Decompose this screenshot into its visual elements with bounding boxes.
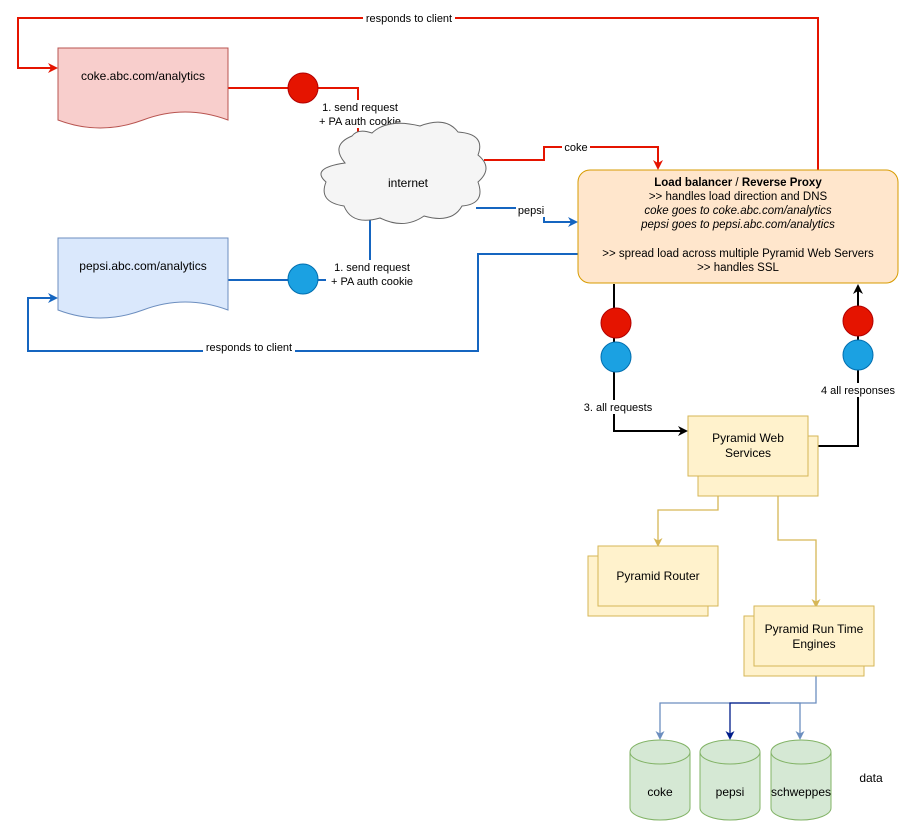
schweppes-database-label: schweppes xyxy=(771,785,831,799)
web-router-edge xyxy=(653,481,723,547)
all-requests-label-bg xyxy=(580,400,656,414)
load-balancer-line2: coke goes to coke.abc.com/analytics xyxy=(644,205,832,217)
pepsi-site-node xyxy=(57,237,229,319)
load-balancer-line3: pepsi goes to pepsi.abc.com/analytics xyxy=(640,219,835,231)
coke-route-label: coke xyxy=(564,142,587,154)
pepsi-request-label-line2: + PA auth cookie xyxy=(331,276,413,288)
load-balancer-line1: >> handles load direction and DNS xyxy=(649,191,828,203)
router-label: Pyramid Router xyxy=(616,569,699,583)
coke-response-label-bg xyxy=(363,11,455,25)
all-responses-edge xyxy=(808,284,863,447)
pepsi-request-label-line1: 1. send request xyxy=(334,262,410,274)
load-balancer-title-b: Reverse Proxy xyxy=(742,177,823,189)
web-engines-edge xyxy=(773,471,821,608)
coke-route-edge xyxy=(484,146,663,170)
pepsi-response-label-bg xyxy=(203,340,295,354)
all-requests-label: 3. all requests xyxy=(584,402,653,414)
engines-node xyxy=(753,605,875,667)
coke-site-node xyxy=(57,47,229,129)
pepsi-site-label: pepsi.abc.com/analytics xyxy=(79,259,206,273)
pepsi-lb-in-marker xyxy=(842,339,874,371)
load-balancer-line5: >> handles SSL xyxy=(697,262,779,274)
pepsi-database-label: pepsi xyxy=(716,785,745,799)
coke-request-label-line1: 1. send request xyxy=(322,102,398,114)
web-services-label-line2: Services xyxy=(725,446,771,460)
coke-response-edge xyxy=(17,17,819,170)
pepsi-route-label-bg xyxy=(516,204,546,217)
engines-to-pepsi-db-edge xyxy=(725,702,770,740)
coke-site-label: coke.abc.com/analytics xyxy=(81,69,205,83)
coke-response-label: responds to client xyxy=(366,13,452,25)
web-services-node xyxy=(687,415,809,477)
internet-label: internet xyxy=(388,176,429,190)
internet-cloud-node xyxy=(320,121,487,224)
pepsi-response-label: responds to client xyxy=(206,342,292,354)
data-label: data xyxy=(859,771,883,785)
schweppes-database: schweppes xyxy=(770,739,832,821)
pepsi-request-marker xyxy=(287,263,319,295)
load-balancer-line4: >> spread load across multiple Pyramid W… xyxy=(602,248,874,260)
engines-to-schweppes-db-edge xyxy=(790,702,805,740)
pepsi-route-label: pepsi xyxy=(518,205,544,217)
coke-request-label-line2: + PA auth cookie xyxy=(319,116,401,128)
pepsi-database: pepsi xyxy=(699,739,761,821)
all-responses-label: 4 all responses xyxy=(821,385,895,397)
load-balancer-node xyxy=(577,169,899,284)
load-balancer-title-a: Load balancer xyxy=(654,177,732,189)
web-services-label-line1: Pyramid Web xyxy=(712,431,784,445)
pepsi-request-label-bg xyxy=(326,260,418,288)
coke-database-label: coke xyxy=(647,785,673,799)
engines-label-line1: Pyramid Run Time xyxy=(765,622,864,636)
load-balancer-title: Load balancer / Reverse Proxy xyxy=(654,177,822,189)
engines-label-line2: Engines xyxy=(792,637,835,651)
coke-lb-in-marker xyxy=(842,305,874,337)
coke-database: coke xyxy=(629,739,691,821)
coke-request-label-bg xyxy=(314,100,406,128)
all-responses-label-bg xyxy=(818,383,898,397)
coke-lb-out-marker xyxy=(600,307,632,339)
coke-request-marker xyxy=(287,72,319,104)
pepsi-lb-out-marker xyxy=(600,341,632,373)
coke-route-label-bg xyxy=(562,141,590,154)
router-node xyxy=(597,545,719,607)
load-balancer-title-sep: / xyxy=(732,177,742,189)
